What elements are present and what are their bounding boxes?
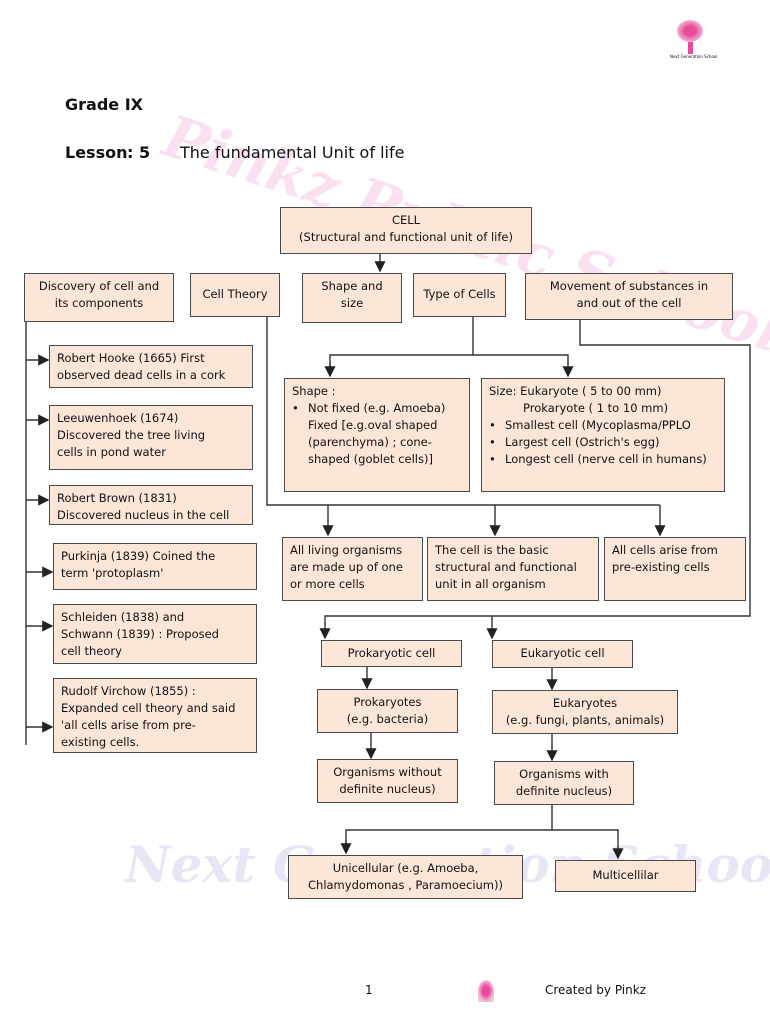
box-purkinja: Purkinja (1839) Coined the term 'protopla… xyxy=(53,543,257,590)
box-line: Eukaryotic cell xyxy=(520,646,605,660)
box-line: structural and functional xyxy=(435,560,577,574)
lesson-label: Lesson xyxy=(65,143,128,162)
box-line: definite nucleus) xyxy=(515,784,613,798)
box-line: Largest cell (Ostrich's egg) xyxy=(489,434,717,451)
box-line: Discovered nucleus in the cell xyxy=(57,508,230,522)
box-line: Smallest cell (Mycoplasma/PPLO xyxy=(489,417,717,434)
box-line: Schleiden (1838) and xyxy=(61,610,185,624)
grade-heading: Grade IX xyxy=(65,95,143,114)
box-eukaryotic: Eukaryotic cell xyxy=(492,640,633,668)
box-line: Organisms with xyxy=(519,767,609,781)
box-line: Movement of substances in xyxy=(549,279,709,293)
box-discovery: Discovery of cell and its components xyxy=(24,273,174,322)
box-shape-size: Shape and size xyxy=(302,273,402,323)
box-line: All living organisms xyxy=(290,543,403,557)
box-line: Multicellilar xyxy=(592,868,659,882)
box-line: Purkinja (1839) Coined the xyxy=(61,549,216,563)
box-line: Robert Brown (1831) xyxy=(57,491,177,505)
box-prokaryotic: Prokaryotic cell xyxy=(321,640,462,667)
box-leeuwenhoek: Leeuwenhoek (1674) Discovered the tree li… xyxy=(49,405,253,470)
logo-caption: Next Generation School xyxy=(670,54,718,59)
box-line: (e.g. fungi, plants, animals) xyxy=(505,713,665,727)
box-line: 'all cells arise from pre- xyxy=(61,718,196,732)
box-line: cells in pond water xyxy=(57,445,166,459)
school-logo: Next Generation School xyxy=(670,20,718,72)
box-line: Chlamydomonas , Paramoecium)) xyxy=(308,878,503,892)
box-line: size xyxy=(340,296,364,310)
box-eukaryotes: Eukaryotes (e.g. fungi, plants, animals) xyxy=(492,690,678,734)
box-line: are made up of one xyxy=(290,560,403,574)
box-size: Size: Eukaryote ( 5 to 00 mm) Prokaryote … xyxy=(481,378,725,492)
box-line: Unicellular (e.g. Amoeba, xyxy=(332,861,479,875)
box-cell-theory: Cell Theory xyxy=(190,273,280,317)
box-line: Shape and xyxy=(321,279,383,293)
box-line: Cell Theory xyxy=(202,287,268,301)
box-line: The cell is the basic xyxy=(435,543,549,557)
box-unicellular: Unicellular (e.g. Amoeba, Chlamydomonas ,… xyxy=(288,855,523,899)
box-line: Rudolf Virchow (1855) : xyxy=(61,684,196,698)
lesson-number: : 5 xyxy=(127,143,151,162)
box-line: or more cells xyxy=(290,577,365,591)
box-prokaryotes: Prokaryotes (e.g. bacteria) xyxy=(317,689,458,733)
box-line: Size: Eukaryote ( 5 to 00 mm) xyxy=(489,384,662,398)
box-line: pre-existing cells xyxy=(612,560,710,574)
box-line: All cells arise from xyxy=(612,543,718,557)
box-multicellular: Multicellilar xyxy=(555,860,696,892)
box-line: Organisms without xyxy=(333,765,442,779)
box-line: unit in all organism xyxy=(435,577,546,591)
box-line: (parenchyma) ; cone- xyxy=(308,435,432,449)
box-theory3: All cells arise from pre-existing cells xyxy=(604,537,746,601)
box-brown: Robert Brown (1831) Discovered nucleus in… xyxy=(49,485,253,525)
box-without: Organisms without definite nucleus) xyxy=(317,759,458,803)
box-theory1: All living organisms are made up of one or… xyxy=(282,537,423,601)
box-virchow: Rudolf Virchow (1855) : Expanded cell the… xyxy=(53,678,257,753)
box-line: Eukaryotes xyxy=(552,696,618,710)
box-line: (Structural and functional unit of life) xyxy=(299,230,513,244)
box-line: and out of the cell xyxy=(576,296,682,310)
box-line: Prokaryotes xyxy=(353,695,422,709)
box-line: Prokaryotic cell xyxy=(347,646,436,660)
box-line: (e.g. bacteria) xyxy=(346,712,429,726)
footer-credit: Created by Pinkz xyxy=(545,983,646,997)
box-line: Discovery of cell and xyxy=(38,279,160,293)
page-number: 1 xyxy=(365,983,373,997)
box-with: Organisms with definite nucleus) xyxy=(494,761,634,805)
box-line: Longest cell (nerve cell in humans) xyxy=(489,451,717,468)
box-type-cells: Type of Cells xyxy=(413,273,506,317)
box-line: CELL xyxy=(391,213,421,227)
box-line: Schwann (1839) : Proposed xyxy=(61,627,219,641)
box-line: Prokaryote ( 1 to 10 mm) xyxy=(523,401,669,415)
box-line: its components xyxy=(54,296,144,310)
box-line: Expanded cell theory and said xyxy=(61,701,236,715)
box-line: Discovered the tree living xyxy=(57,428,206,442)
trunk-icon xyxy=(687,42,693,54)
footer-logo-icon xyxy=(478,980,494,1002)
box-shape: Shape : Not fixed (e.g. Amoeba)Fixed [e.g… xyxy=(284,378,470,492)
box-line: Leeuwenhoek (1674) xyxy=(57,411,179,425)
box-line: Fixed [e.g.oval shaped xyxy=(308,418,438,432)
box-theory2: The cell is the basic structural and func… xyxy=(427,537,599,601)
box-hooke: Robert Hooke (1665) First observed dead c… xyxy=(49,345,253,388)
box-movement: Movement of substances in and out of the … xyxy=(525,273,733,320)
box-line: Shape : xyxy=(292,384,336,398)
box-line: Not fixed (e.g. Amoeba) xyxy=(292,400,462,417)
box-cell: CELL (Structural and functional unit of l… xyxy=(280,207,532,254)
lesson-title: The fundamental Unit of life xyxy=(180,143,405,162)
box-line: cell theory xyxy=(61,644,122,658)
tree-icon xyxy=(677,20,703,42)
box-line: definite nucleus) xyxy=(339,782,436,796)
box-line: shaped (goblet cells)] xyxy=(308,452,433,466)
box-line: term 'protoplasm' xyxy=(61,566,164,580)
box-line: Robert Hooke (1665) First xyxy=(57,351,205,365)
box-line: observed dead cells in a cork xyxy=(57,368,226,382)
box-line: existing cells. xyxy=(61,735,140,749)
box-line: Type of Cells xyxy=(423,287,496,301)
